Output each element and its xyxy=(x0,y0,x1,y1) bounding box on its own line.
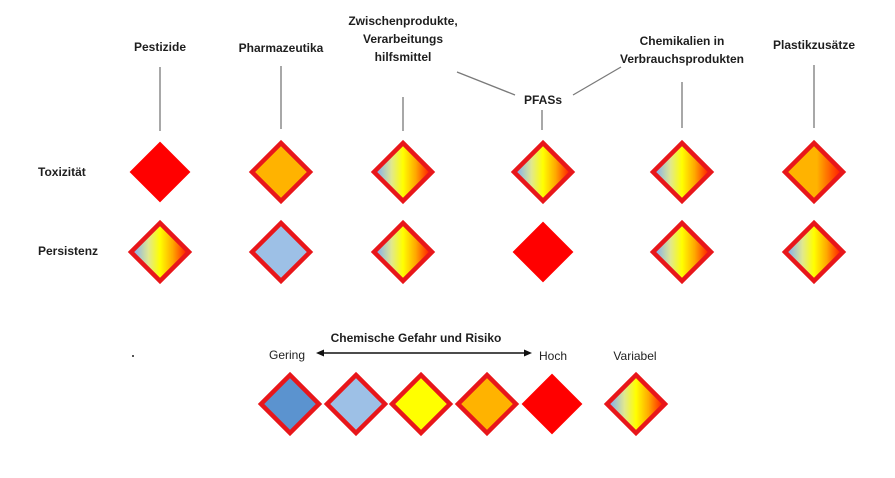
toxicity-diamond-pharmazeutika xyxy=(248,139,314,205)
legend-variable-label: Variabel xyxy=(613,349,657,363)
category-label-pharmazeutika: Pharmazeutika xyxy=(238,41,324,55)
legend-diamond-medium-high xyxy=(454,371,520,437)
stray-dot xyxy=(132,355,134,357)
toxicity-diamond-pfas xyxy=(510,139,576,205)
category-label-chemikalien: Chemikalien in Verbrauchsprodukten xyxy=(619,34,745,66)
legend-diamond-medium xyxy=(388,371,454,437)
category-label-zwischenprodukte: Zwischenprodukte, Verarbeitungs hilfsmit… xyxy=(348,14,458,64)
row-label-persistence: Persistenz xyxy=(38,244,99,258)
connector-line-pfas-chemikalien xyxy=(572,66,622,96)
persistence-diamond-pharmazeutika xyxy=(248,219,314,285)
legend-high-label: Hoch xyxy=(538,349,568,363)
legend-low-label: Gering xyxy=(268,348,306,362)
persistence-diamond-chemikalien xyxy=(649,219,715,285)
legend-diamond-variable xyxy=(603,371,669,437)
category-label-pestizide: Pestizide xyxy=(133,40,187,54)
legend-title: Chemische Gefahr und Risiko xyxy=(330,331,502,345)
legend-scale-arrow xyxy=(316,349,532,357)
category-label-plastikzusaetze: Plastikzusätze xyxy=(772,38,856,52)
toxicity-diamond-chemikalien xyxy=(649,139,715,205)
persistence-diamond-pfas xyxy=(512,221,574,283)
persistence-diamond-plastikzusaetze xyxy=(781,219,847,285)
toxicity-diamond-pestizide xyxy=(129,141,191,203)
row-label-toxicity: Toxizität xyxy=(38,165,86,179)
persistence-diamond-pestizide xyxy=(127,219,193,285)
toxicity-diamond-plastikzusaetze xyxy=(781,139,847,205)
legend-diamond-low xyxy=(257,371,323,437)
category-label-pfas: PFASs xyxy=(523,93,563,107)
legend-diamond-low-medium xyxy=(323,371,389,437)
toxicity-diamond-zwischenprodukte xyxy=(370,139,436,205)
connector-line-pfas-zwischenprodukte xyxy=(456,71,516,96)
legend-diamond-high xyxy=(521,373,583,435)
persistence-diamond-zwischenprodukte xyxy=(370,219,436,285)
